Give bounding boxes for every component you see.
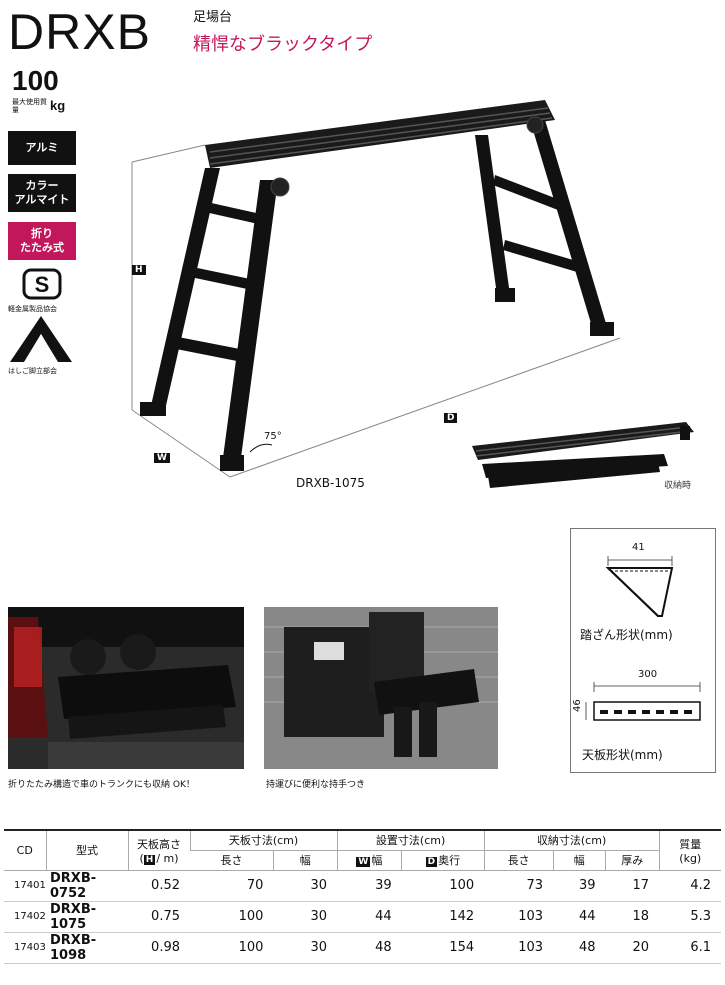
step-profile-label: 踏ざん形状(mm) — [580, 628, 673, 642]
cell-wid: 30 — [273, 901, 338, 933]
spec-table: CD 型式 天板高さ (H/ m) 天板寸法(cm) 設置寸法(cm) 収納寸法… — [4, 829, 721, 964]
top-profile-label: 天板形状(mm) — [582, 748, 663, 762]
angle-label: 75° — [264, 431, 282, 442]
cell-w: 39 — [337, 870, 402, 902]
cell-w: 44 — [337, 901, 402, 933]
cell-sw: 39 — [553, 870, 606, 902]
capacity-value: 100 — [12, 65, 59, 96]
svg-text:S: S — [35, 272, 50, 297]
badge-line: カラー — [25, 179, 59, 192]
cell-st: 18 — [605, 901, 659, 933]
d-icon: D — [425, 857, 438, 867]
badge-line: たたみ式 — [20, 241, 64, 254]
cell-len: 70 — [190, 870, 274, 902]
step-width-label: 41 — [632, 542, 645, 553]
cell-sl: 73 — [484, 870, 554, 902]
cell-sl: 103 — [484, 932, 554, 964]
top-plate-profile-diagram — [585, 682, 701, 721]
badge-line: アルマイト — [14, 193, 70, 206]
cell-len: 100 — [190, 932, 274, 964]
cell-model: DRXB-1075 — [46, 901, 128, 933]
weight-text: 質量 — [679, 837, 702, 851]
dim-h-label: H — [132, 265, 146, 275]
carry-photo — [264, 607, 498, 769]
col-storage: 収納寸法(cm) — [483, 829, 659, 851]
badge-line: 折り — [31, 227, 53, 240]
w-width-text: 幅 — [371, 854, 383, 867]
dim-d-label: D — [444, 413, 458, 423]
h-icon: H — [143, 854, 156, 865]
cell-kg: 5.3 — [659, 901, 721, 933]
badge-color-alumite: カラーアルマイト — [8, 174, 76, 212]
weight-unit: (kg) — [679, 851, 702, 865]
stowed-illustration — [472, 422, 694, 488]
col-storage-width: 幅 — [552, 850, 606, 871]
dim-w-label: W — [154, 453, 170, 463]
cell-sw: 48 — [553, 932, 606, 964]
top-width-label: 300 — [638, 669, 658, 680]
cell-model: DRXB-1098 — [46, 932, 128, 964]
photo-caption-trunk: 折りたたみ構造で車のトランクにも収納 OK！ — [8, 780, 195, 790]
product-tagline: 精悍なブラックタイプ — [193, 34, 373, 55]
cell-w: 48 — [337, 932, 402, 964]
cell-height: 0.52 — [128, 870, 190, 902]
col-width: 幅 — [272, 850, 338, 871]
cell-model: DRXB-0752 — [46, 870, 128, 902]
cell-d: 100 — [401, 870, 485, 902]
w-icon: W — [356, 857, 371, 867]
product-title: DRXB — [8, 4, 151, 60]
cell-height: 0.75 — [128, 901, 190, 933]
cert-label-light-metal: 軽金属製品協会 — [8, 305, 57, 313]
cell-d: 142 — [401, 901, 485, 933]
col-thickness: 厚み — [605, 850, 659, 871]
cell-st: 17 — [605, 870, 659, 902]
step-profile-diagram — [605, 556, 674, 617]
model-label: DRXB-1075 — [296, 476, 365, 490]
cert-label-ladder: はしご脚立部会 — [8, 367, 57, 375]
cell-height: 0.98 — [128, 932, 190, 964]
col-install: 設置寸法(cm) — [336, 829, 485, 851]
col-cd: CD — [4, 829, 46, 871]
trunk-photo — [8, 607, 244, 769]
col-top-size: 天板寸法(cm) — [189, 829, 338, 851]
photo-caption-carry: 持運びに便利な持手つき — [266, 780, 366, 790]
top-height-label: 46 — [572, 699, 583, 712]
capacity-unit: kg — [50, 98, 66, 113]
scaffold-illustration — [131, 100, 621, 478]
sg-mark-icon: S — [22, 268, 62, 300]
ladder-association-logo-icon — [10, 316, 72, 362]
top-height-unit: / m) — [156, 851, 179, 865]
cell-d: 154 — [401, 932, 485, 964]
product-category: 足場台 — [193, 10, 233, 25]
badge-folding: 折りたたみ式 — [8, 222, 76, 260]
profile-diagram-box — [570, 528, 716, 773]
cell-cd: 17403 — [4, 932, 46, 964]
top-height-prefix: ( — [139, 851, 144, 865]
cell-sl: 103 — [484, 901, 554, 933]
col-storage-length: 長さ — [483, 850, 554, 871]
stowed-caption: 収納時 — [664, 481, 692, 491]
cell-kg: 4.2 — [659, 870, 721, 902]
col-weight: 質量 (kg) — [658, 829, 721, 871]
cell-len: 100 — [190, 901, 274, 933]
col-length: 長さ — [190, 850, 274, 871]
top-height-text: 天板高さ — [137, 837, 181, 851]
cell-kg: 6.1 — [659, 932, 721, 964]
d-depth-text: 奥行 — [438, 854, 461, 867]
cell-cd: 17402 — [4, 901, 46, 933]
badge-aluminum: アルミ — [8, 131, 76, 165]
cell-wid: 30 — [273, 932, 338, 964]
col-top-height: 天板高さ (H/ m) — [127, 829, 190, 871]
cell-wid: 30 — [273, 870, 338, 902]
cell-sw: 44 — [553, 901, 606, 933]
col-model: 型式 — [45, 829, 128, 871]
cell-st: 20 — [605, 932, 659, 964]
capacity-label: 最大使用質量 — [12, 98, 47, 114]
cell-cd: 17401 — [4, 870, 46, 902]
